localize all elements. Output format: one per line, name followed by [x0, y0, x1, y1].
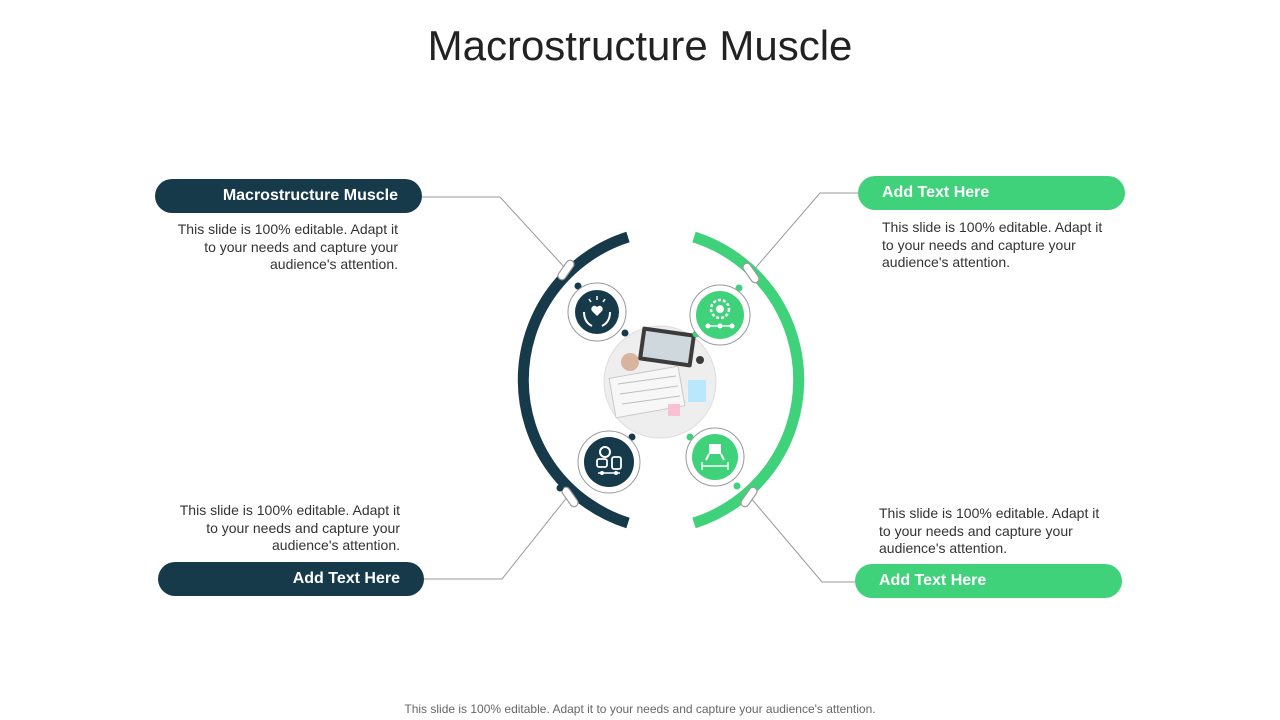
description-top-right: This slide is 100% editable. Adapt it to… [882, 219, 1103, 270]
connector-line-top-right [751, 192, 858, 273]
dot [621, 329, 629, 337]
label-pill-bottom-right: Add Text Here [855, 564, 1122, 598]
description-bottom-right: This slide is 100% editable. Adapt it to… [879, 505, 1100, 556]
dot [735, 284, 743, 292]
dot [574, 282, 582, 290]
hands-heart-icon [567, 282, 627, 342]
label-pill-top-right: Add Text Here [858, 176, 1125, 210]
label-pill-top-left: Macrostructure Muscle [155, 179, 422, 213]
dark-arc [517, 231, 630, 529]
label-pill-bottom-left: Add Text Here [158, 562, 424, 596]
connector-line-top-left [422, 196, 566, 269]
measure-tool-icon [685, 427, 745, 487]
arc-clip-bottom-left [561, 486, 579, 508]
connector-line-bottom-right [749, 496, 855, 583]
description-bottom-left: This slide is 100% editable. Adapt it to… [179, 502, 400, 553]
arc-clip-top-right [742, 262, 760, 284]
connector-line-bottom-left [424, 495, 569, 580]
center-photo [603, 325, 717, 439]
green-arc [692, 231, 805, 529]
description-top-left: This slide is 100% editable. Adapt it to… [177, 221, 398, 272]
arc-clip-bottom-right [740, 486, 758, 508]
gear-lightbulb-icon [689, 284, 751, 346]
dot [686, 433, 694, 441]
dot [733, 482, 741, 490]
footer-note: This slide is 100% editable. Adapt it to… [404, 702, 876, 716]
arc-clip-top-left [557, 259, 575, 281]
dot [556, 484, 564, 492]
page-title: Macrostructure Muscle [427, 22, 853, 69]
robot-arm-icon [577, 430, 641, 494]
